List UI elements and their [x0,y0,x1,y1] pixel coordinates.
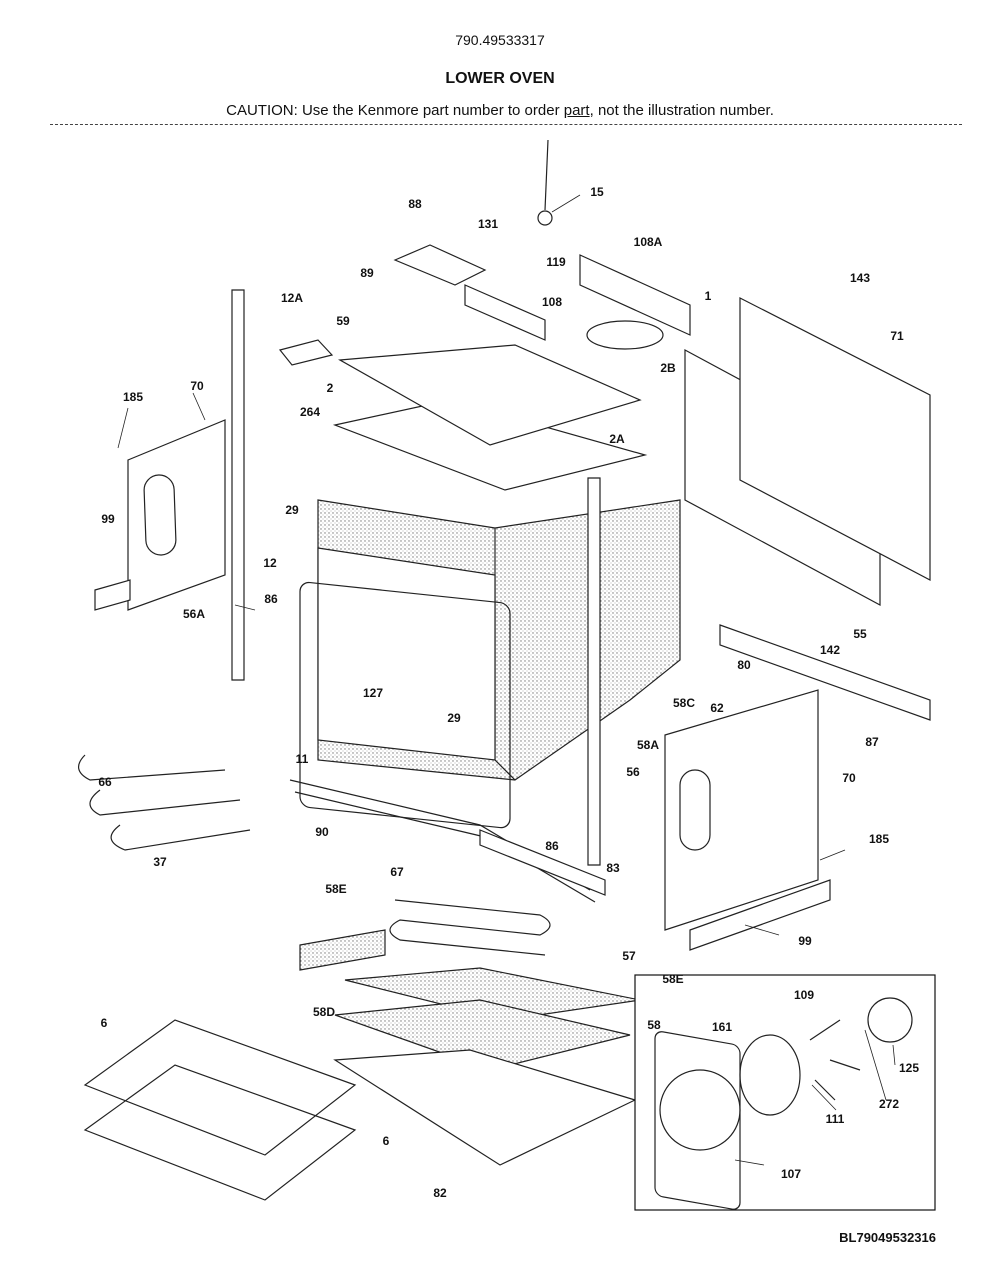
callout-143: 143 [850,271,870,285]
callout-89: 89 [360,266,374,280]
callout-2b: 2B [660,361,676,375]
callout-6: 6 [101,1016,108,1030]
part-link[interactable]: part [563,102,590,119]
callout-62: 62 [710,701,724,715]
header-divider [50,124,962,125]
callout-272: 272 [879,1097,899,1111]
trim-99-right [689,879,831,951]
callout-58e: 58E [662,972,683,986]
callout-15: 15 [590,185,604,199]
callout-67: 67 [390,865,404,879]
callout-1: 1 [705,289,712,303]
callout-185: 185 [123,390,143,404]
callout-2a: 2A [609,432,625,446]
callout-70: 70 [842,771,856,785]
callout-111: 111 [826,1112,845,1126]
rail-87 [719,624,931,721]
callout-29: 29 [447,711,461,725]
callout-80: 80 [737,658,751,672]
callout-87: 87 [865,735,879,749]
bracket-83 [479,829,606,896]
callout-107: 107 [781,1167,801,1181]
motor-108 [586,320,664,350]
bracket-108A [579,254,691,336]
callout-58a: 58A [637,738,659,752]
leader-lines [117,194,896,1166]
part-drawings [78,139,936,1211]
callout-131: 131 [478,217,498,231]
caution-note: CAUTION: Use the Kenmore part number to … [0,102,1000,119]
fan-ring [739,1034,801,1116]
callout-86: 86 [545,839,559,853]
callout-119: 119 [546,255,566,269]
callout-12: 12 [263,556,277,570]
callout-108: 108 [542,295,562,309]
oven-rack-upper [83,1019,357,1156]
right-side-panel [664,689,819,931]
callout-109: 109 [794,988,814,1002]
callout-11: 11 [296,752,309,766]
bottom-insulation-front [299,929,386,971]
callout-56: 56 [626,765,640,779]
callout-125: 125 [899,1061,919,1075]
callout-83: 83 [606,861,620,875]
callout-56a: 56A [183,607,205,621]
fan-blade [809,1019,861,1101]
wire-lead-15 [544,139,549,211]
callout-88: 88 [408,197,422,211]
callout-labels: 15 88 131 119 108A 108 1 143 71 89 12A 59 2B 2 264 2A 18… [98,185,919,1200]
caution-prefix: CAUTION: Use the Kenmore part number to … [226,102,564,119]
fan-cover [654,1031,741,1210]
caution-suffix: , not the illustration number. [589,102,774,119]
callout-59: 59 [336,314,350,328]
callout-70: 70 [190,379,204,393]
callout-142: 142 [820,643,840,657]
model-number: 790.49533317 [455,32,545,48]
bracket-131 [464,284,546,341]
callout-99: 99 [798,934,812,948]
bottom-panel [333,1049,637,1166]
callout-58: 58 [647,1018,661,1032]
callout-264: 264 [300,405,320,419]
callout-29: 29 [285,503,299,517]
callout-37: 37 [153,855,167,869]
bake-element [389,899,551,956]
clip-12A [278,339,334,366]
callout-58c: 58C [673,696,695,710]
callout-2: 2 [327,381,334,395]
callout-6: 6 [383,1134,390,1148]
fan-motor [867,997,913,1043]
broil-element [78,754,251,851]
callout-71: 71 [890,329,904,343]
left-side-panel [127,419,226,611]
bottom-insulation-58D [334,999,631,1071]
oven-liner [317,547,496,761]
diagram-code: BL79049532316 [839,1230,936,1245]
callout-127: 127 [363,686,383,700]
callout-58d: 58D [313,1005,335,1019]
callout-58e: 58E [325,882,346,896]
page-title: LOWER OVEN [445,70,555,87]
callout-86: 86 [264,592,278,606]
callout-66: 66 [98,775,112,789]
oven-rack-lower [83,1064,357,1201]
callout-57: 57 [622,949,636,963]
callout-12a: 12A [281,291,303,305]
callout-55: 55 [853,627,867,641]
callout-185: 185 [869,832,889,846]
trim-99-left [94,579,131,611]
callout-161: 161 [712,1020,732,1034]
callout-82: 82 [433,1186,447,1200]
callout-90: 90 [315,825,329,839]
bracket-88 [393,244,487,286]
callout-108a: 108A [634,235,663,249]
callout-99: 99 [101,512,115,526]
